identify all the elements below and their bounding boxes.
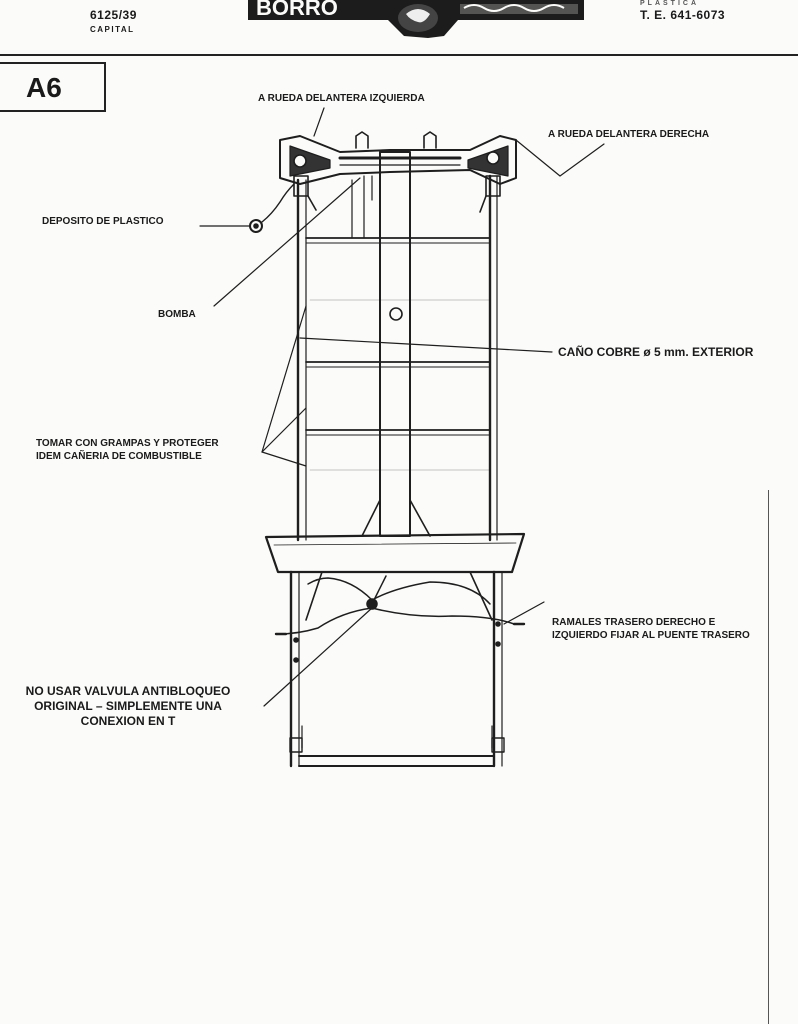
scan-edge-line	[768, 490, 769, 1024]
plastic-tank-fitting	[249, 183, 295, 233]
header-rule	[0, 54, 798, 56]
address-city: CAPITAL	[90, 25, 135, 34]
label-pump: BOMBA	[158, 309, 196, 320]
leader-lines	[199, 107, 605, 707]
label-clamp-note: TOMAR CON GRAMPAS Y PROTEGER IDEM CAÑERI…	[36, 437, 219, 463]
label-valve-line3: CONEXION EN T	[80, 714, 176, 728]
label-front-right-wheel: A RUEDA DELANTERA DERECHA	[548, 129, 710, 140]
page-tag: A6	[26, 72, 62, 103]
phone-caption: PLASTICA	[640, 0, 699, 7]
phone-number: T. E. 641-6073	[640, 8, 726, 22]
brand-text: BORRO	[256, 0, 338, 20]
label-clamp-line2: IDEM CAÑERIA DE COMBUSTIBLE	[36, 451, 202, 462]
label-front-left-wheel: A RUEDA DELANTERA IZQUIERDA	[258, 93, 425, 104]
rear-cross-plate	[264, 532, 526, 574]
label-rear-line1: RAMALES TRASERO DERECHO E	[552, 617, 716, 628]
brand-logo: BORRO	[248, 0, 584, 38]
address-number: 6125/39	[90, 8, 137, 22]
label-rear-branches: RAMALES TRASERO DERECHO E IZQUIERDO FIJA…	[552, 616, 750, 642]
chassis-frame	[296, 151, 498, 542]
label-valve-note: NO USAR VALVULA ANTIBLOQUEO ORIGINAL – S…	[0, 684, 256, 729]
label-valve-line1: NO USAR VALVULA ANTIBLOQUEO	[25, 684, 231, 698]
label-rear-line2: IZQUIERDO FIJAR AL PUENTE TRASERO	[552, 630, 750, 641]
header-phone: PLASTICA T. E. 641-6073	[640, 0, 725, 22]
rear-frame	[289, 570, 505, 768]
page-tag-box: A6	[0, 62, 106, 112]
header-address: 6125/39 CAPITAL	[90, 8, 137, 34]
label-copper-pipe: CAÑO COBRE ø 5 mm. EXTERIOR	[558, 345, 754, 359]
label-valve-line2: ORIGINAL – SIMPLEMENTE UNA	[34, 699, 222, 713]
rear-brake-lines	[274, 575, 526, 636]
front-axle	[279, 131, 517, 213]
label-plastic-tank: DEPOSITO DE PLASTICO	[42, 216, 164, 227]
label-clamp-line1: TOMAR CON GRAMPAS Y PROTEGER	[36, 438, 219, 449]
